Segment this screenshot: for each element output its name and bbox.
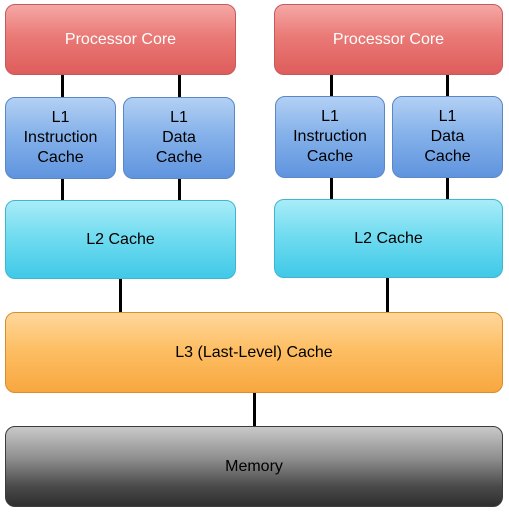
- right-l1-instruction-cache-box: L1 Instruction Cache: [275, 96, 385, 178]
- left-l1-instruction-cache-label: L1 Instruction Cache: [23, 109, 98, 166]
- right-core-to-l1d-connector: [446, 75, 449, 96]
- right-l1d-to-l2-connector: [446, 178, 449, 199]
- left-l1-data-cache-label: L1 Data Cache: [155, 109, 203, 166]
- left-l1-data-cache-box: L1 Data Cache: [123, 97, 235, 179]
- right-processor-core-box: Processor Core: [274, 4, 503, 75]
- left-l2-cache-label: L2 Cache: [86, 230, 155, 248]
- l3-last-level-cache-box: L3 (Last-Level) Cache: [5, 312, 503, 393]
- memory-box: Memory: [5, 426, 503, 507]
- l3-to-memory-connector: [253, 393, 256, 426]
- left-l1-instruction-cache-box: L1 Instruction Cache: [5, 97, 116, 179]
- left-l2-to-l3-connector: [119, 279, 122, 312]
- memory-label: Memory: [225, 457, 283, 475]
- right-l2-cache-label: L2 Cache: [354, 229, 423, 247]
- right-l2-to-l3-connector: [386, 278, 389, 312]
- right-processor-core-label: Processor Core: [332, 30, 445, 48]
- left-core-to-l1d-connector: [178, 75, 181, 97]
- right-core-to-l1i-connector: [330, 75, 333, 96]
- left-l2-cache-box: L2 Cache: [5, 200, 236, 279]
- l3-last-level-cache-label: L3 (Last-Level) Cache: [175, 343, 333, 361]
- right-l2-cache-box: L2 Cache: [274, 199, 503, 278]
- right-l1i-to-l2-connector: [330, 178, 333, 199]
- right-l1-data-cache-label: L1 Data Cache: [424, 108, 471, 165]
- left-core-to-l1i-connector: [61, 75, 64, 97]
- left-l1d-to-l2-connector: [178, 179, 181, 200]
- left-processor-core-box: Processor Core: [5, 4, 236, 75]
- left-processor-core-label: Processor Core: [64, 30, 177, 48]
- right-l1-data-cache-box: L1 Data Cache: [392, 96, 503, 178]
- right-l1-instruction-cache-label: L1 Instruction Cache: [293, 108, 367, 165]
- left-l1i-to-l2-connector: [61, 179, 64, 200]
